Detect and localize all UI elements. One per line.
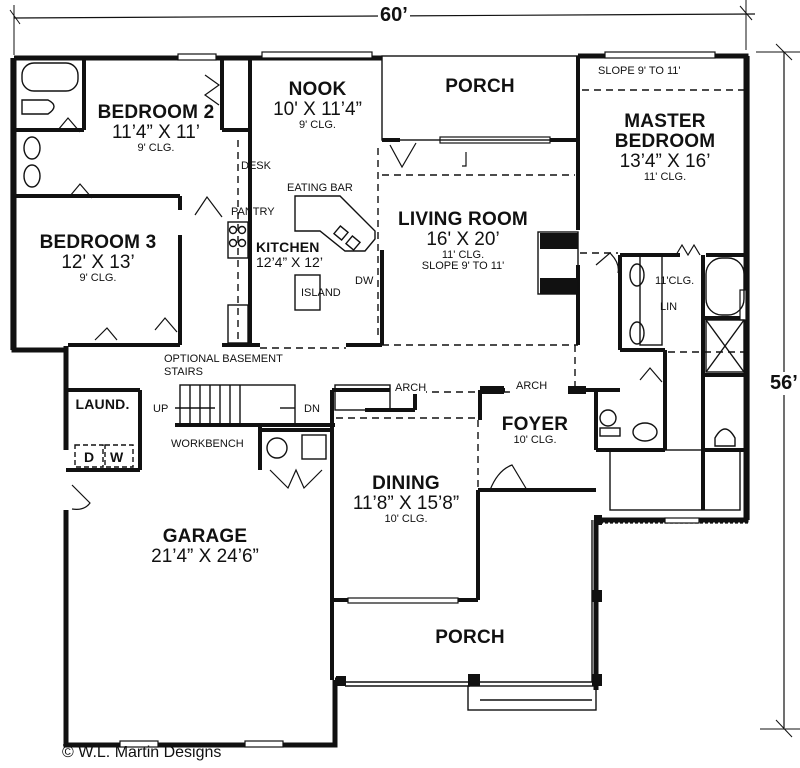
dining-label: DINING 11’8” X 15’8” 10' CLG. [336,474,476,525]
optional-stairs-label-2: STAIRS [164,366,203,378]
stairs-down-label: DN [304,403,320,415]
room-name: FOYER [501,414,569,435]
eating-bar-label: EATING BAR [287,182,353,194]
bedroom3-label: BEDROOM 3 12' X 13’ 9' CLG. [18,233,178,284]
room-size: 12’4” X 12’ [256,253,323,270]
room-ceiling: 10' CLG. [513,433,557,446]
arch-left-label: ARCH [395,382,427,394]
room-name: LIVING ROOM [398,209,528,230]
room-name: DINING [372,473,440,494]
bedroom2-label: BEDROOM 2 11’4” X 11’ 9' CLG. [90,103,222,154]
linen-label: LIN [660,301,678,313]
room-name: KITCHEN [256,239,320,255]
room-name: LAUND. [75,396,130,412]
room-size: 13’4” X 16’ [619,150,711,172]
master-bath-ceiling: 11'CLG. [655,275,695,287]
room-size: 11’4” X 11’ [111,121,200,143]
room-name: PORCH [445,76,515,97]
arch-right-label: ARCH [516,380,548,392]
room-size: 12' X 13’ [61,251,135,273]
room-size: 16' X 20’ [426,228,500,250]
room-ceiling: 11' CLG. [441,248,485,261]
depth-dimension: 56’ [768,372,800,395]
room-name-line2: BEDROOM [614,130,716,152]
room-ceiling: 11' CLG. [643,170,687,183]
foyer-label: FOYER 10' CLG. [485,415,585,446]
room-name: GARAGE [162,526,248,547]
living-room-label: LIVING ROOM 16' X 20’ 11' CLG. SLOPE 9' … [388,210,538,273]
room-name-line1: MASTER [624,111,706,132]
laundry-label: LAUND. [70,397,135,412]
front-porch-label: PORCH [400,628,540,648]
washer-label: W [110,449,124,465]
island-label: ISLAND [301,287,341,299]
copyright-notice: © W.L. Martin Designs [62,744,222,761]
room-name: NOOK [288,79,347,100]
room-name: PORCH [435,627,505,648]
room-ceiling: 9' CLG. [299,118,336,131]
width-dimension: 60’ [378,4,410,27]
master-bedroom-label: MASTER BEDROOM 13’4” X 16’ 11' CLG. [590,112,740,183]
pantry-label: PANTRY [231,206,275,218]
master-slope-note: SLOPE 9' TO 11' [598,65,681,77]
desk-label: DESK [241,160,271,172]
kitchen-label: KITCHEN 12’4” X 12’ [256,240,336,269]
optional-stairs-label-1: OPTIONAL BASEMENT [164,353,283,365]
room-ceiling: 10' CLG. [384,512,428,525]
room-name: BEDROOM 3 [39,232,157,253]
room-note: SLOPE 9' TO 11' [421,260,505,273]
room-size: 11’8” X 15’8” [352,492,460,514]
dishwasher-label: DW [355,275,374,287]
room-size: 21’4” X 24’6” [151,545,259,567]
rear-porch-label: PORCH [382,77,578,97]
garage-label: GARAGE 21’4” X 24’6” [130,527,280,567]
room-size: 10' X 11’4” [273,98,362,120]
stairs-up-label: UP [153,403,169,415]
room-ceiling: 9' CLG. [137,141,175,154]
workbench-label: WORKBENCH [171,438,244,450]
dryer-label: D [84,449,95,465]
room-ceiling: 9' CLG. [79,271,117,284]
nook-label: NOOK 10' X 11’4” 9' CLG. [255,80,380,131]
room-name: BEDROOM 2 [97,102,215,123]
